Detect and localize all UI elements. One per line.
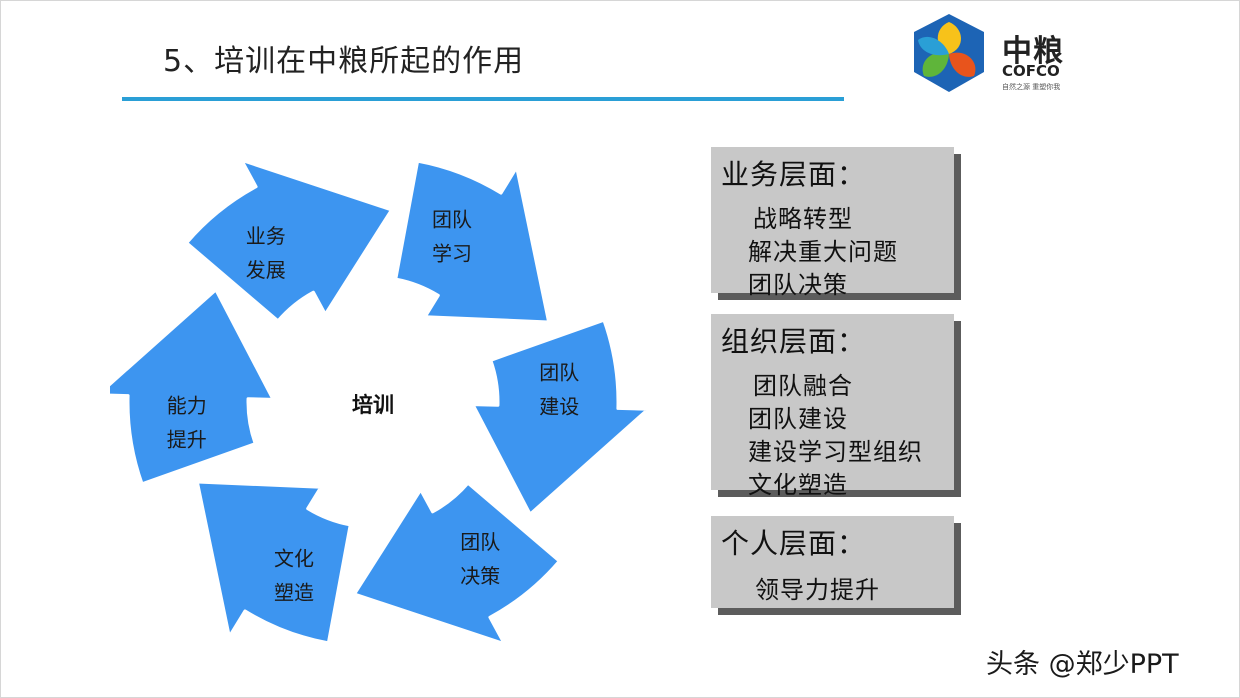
cycle-segment-label: 团队 [460, 530, 500, 554]
cycle-segment-label: 学习 [432, 242, 472, 266]
cycle-arrow-segment [195, 480, 352, 645]
panel-item: 团队决策 [748, 271, 848, 299]
cycle-arrow-segment [185, 158, 393, 323]
logo-slogan: 自然之源 重塑你我 [1002, 83, 1061, 91]
panel-item: 团队融合 [753, 372, 853, 400]
cycle-segment-label: 能力 [167, 393, 207, 417]
watermark-text: 头条 @郑少PPT [986, 649, 1179, 680]
panel-item: 战略转型 [753, 205, 853, 233]
panel-item: 领导力提升 [755, 576, 880, 604]
panel-personal: 个人层面： 领导力提升 [711, 516, 954, 608]
cycle-segment-label: 发展 [246, 258, 286, 282]
logo-text-en: COFCO [1002, 62, 1060, 80]
panel-item: 文化塑造 [748, 471, 848, 499]
cycle-center-label: 培训 [352, 393, 394, 417]
cycle-segment-label: 团队 [432, 208, 472, 232]
cofco-logo: 中粮 COFCO 自然之源 重塑你我 [904, 10, 1094, 96]
cycle-arrow-segment [471, 318, 650, 516]
cycle-segment-label: 塑造 [274, 580, 314, 604]
cycle-segment-label: 团队 [539, 361, 579, 385]
cycle-arrow-segment [353, 481, 561, 646]
panel-item: 团队建设 [748, 405, 848, 433]
cycle-arrow-segment [394, 159, 551, 324]
cycle-arrow-segment [110, 288, 275, 486]
slide-title: 5、培训在中粮所起的作用 [163, 44, 525, 79]
panel-heading: 个人层面： [721, 527, 867, 560]
panel-item: 建设学习型组织 [748, 438, 923, 466]
title-underline [122, 97, 844, 101]
panel-organization: 组织层面： 团队融合 团队建设 建设学习型组织 文化塑造 [711, 314, 954, 499]
cycle-segment-label: 决策 [460, 564, 500, 588]
cycle-segment-label: 提升 [167, 427, 207, 451]
panel-heading: 组织层面： [721, 325, 867, 358]
panel-business: 业务层面： 战略转型 解决重大问题 团队决策 [711, 147, 954, 299]
logo-text-cn: 中粮 [1002, 34, 1064, 69]
panel-item: 解决重大问题 [748, 238, 898, 266]
cycle-segment-label: 建设 [539, 395, 579, 419]
cofco-logo-mark [914, 14, 984, 92]
cycle-segment-label: 业务 [246, 224, 286, 248]
cycle-arrows [110, 158, 650, 646]
cycle-segment-label: 文化 [274, 546, 314, 570]
panel-heading: 业务层面： [721, 158, 867, 191]
